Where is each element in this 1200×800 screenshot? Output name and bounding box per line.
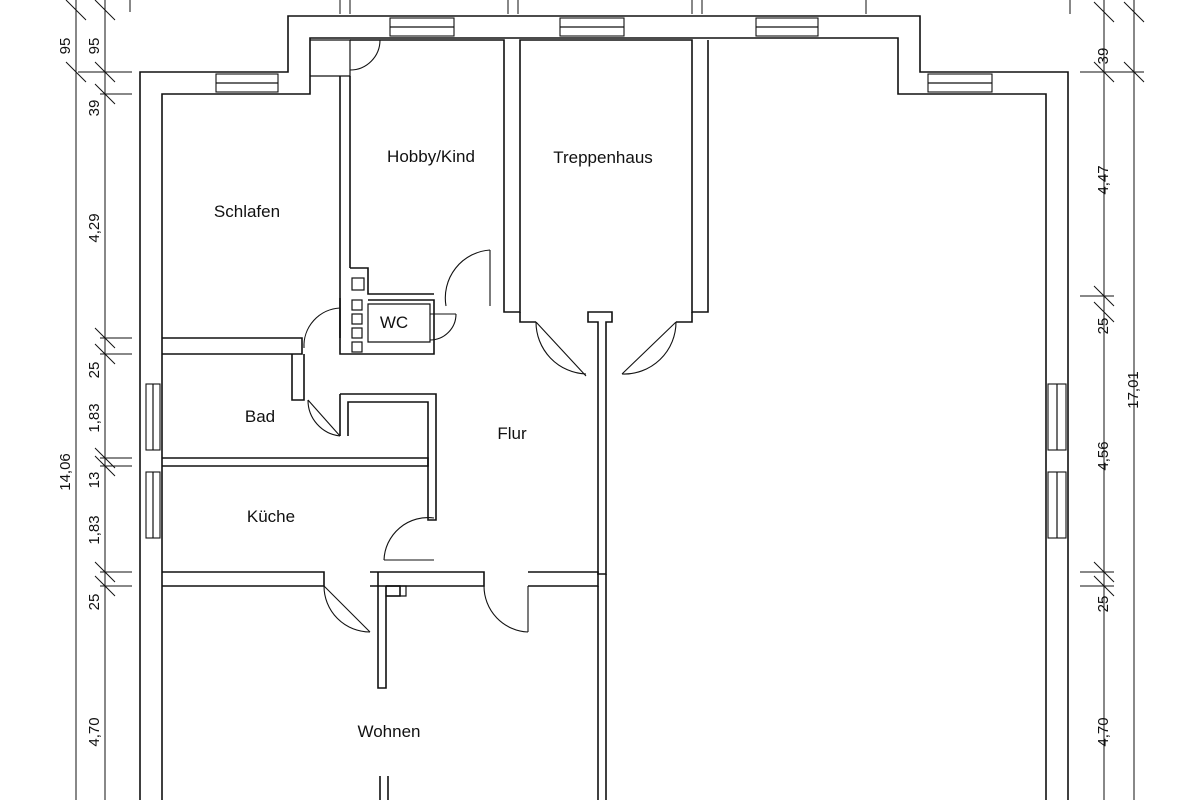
top-edge-lines [129,0,1071,14]
wall-schlafen-hobby [339,76,351,338]
dim-left-8: 25 [86,594,103,611]
wall-middle-long [597,574,607,800]
dim-left-0: 95 [57,38,74,55]
dimension-chain-right: 39 4,47 25 4,56 25 4,70 17,01 [1080,0,1145,800]
wall-wohnen-stub [379,776,389,800]
wall-hobby-bottom [350,267,434,295]
door-kueche [383,517,435,561]
room-label-wohnen: Wohnen [357,722,420,741]
wall-treppenhaus-bottom [519,312,693,323]
dim-left-5: 1,83 [86,403,103,432]
wall-bad [291,354,437,521]
doors [303,39,677,633]
door-schlafen [303,307,341,349]
dim-left-4: 25 [86,362,103,379]
wc-fixtures [351,277,365,353]
outer-wall-inner-line [161,37,1047,800]
dim-right-0: 39 [1095,48,1112,65]
dim-left-6: 13 [86,472,103,489]
wall-wohnen-top-right [528,571,599,587]
dim-right-3: 4,56 [1095,441,1112,470]
room-labels: Schlafen Hobby/Kind Treppenhaus WC Bad F… [214,147,653,741]
outer-walls [139,15,1069,800]
dim-left-total: 14,06 [57,453,74,491]
room-label-kueche: Küche [247,507,295,526]
room-label-treppenhaus: Treppenhaus [553,148,653,167]
dim-left-9: 4,70 [86,717,103,746]
dim-left-7: 1,83 [86,515,103,544]
wall-hobby [350,39,709,313]
door-hobby [444,249,491,307]
wc-inner [367,303,431,343]
dim-right-total: 17,01 [1125,371,1142,409]
door-treppenhaus-right [621,321,677,375]
wall-bad-kueche [162,457,429,467]
dim-left-3: 4,29 [86,213,103,242]
wall-flur-partition [377,572,401,689]
windows [145,17,1067,539]
storage-box [310,39,351,77]
room-label-wc: WC [380,313,408,332]
room-label-schlafen: Schlafen [214,202,280,221]
dim-right-1: 4,47 [1095,165,1112,194]
wall-kueche-bottom [162,571,485,587]
dim-right-5: 4,70 [1095,717,1112,746]
dim-left-1: 95 [86,38,103,55]
outer-wall-outer-line [139,15,1069,800]
room-label-hobby: Hobby/Kind [387,147,475,166]
dimension-chain-left: 95 95 39 4,29 25 1,83 13 1,83 25 4,70 14… [57,0,132,800]
small-fixture [385,585,407,597]
door-wohnen-left [323,585,371,633]
door-wohnen-right [483,585,529,633]
door-storage [349,39,381,71]
room-label-bad: Bad [245,407,275,426]
interior-walls [162,39,709,800]
door-wc [429,313,457,341]
dim-left-2: 39 [86,100,103,117]
wall-schlafen [162,337,303,355]
door-treppenhaus-left [535,321,587,375]
room-label-flur: Flur [497,424,527,443]
door-bad [307,399,341,437]
shaft-wall [587,311,613,575]
dim-right-4: 25 [1095,596,1112,613]
dim-right-2: 25 [1095,318,1112,335]
